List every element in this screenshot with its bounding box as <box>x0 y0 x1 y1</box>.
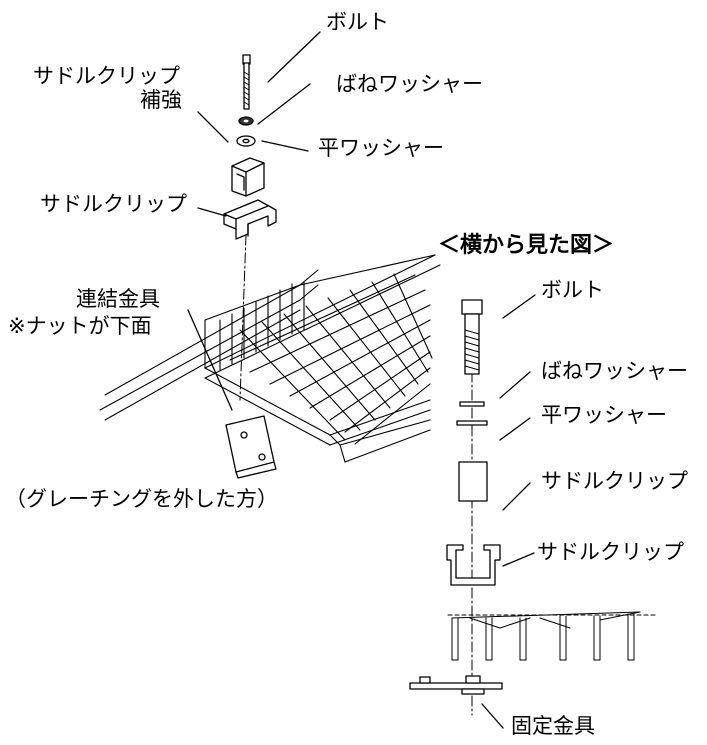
leader-saddle-clip-side <box>502 552 535 567</box>
label-spring-washer-side: ばねワッシャー <box>541 359 688 383</box>
saddle-clip-drawing-side <box>446 544 501 586</box>
label-saddle-reinforce-side: サドルクリップ <box>541 469 688 493</box>
leader-spring-washer-side <box>499 371 531 399</box>
leader-spring-washer-left <box>257 83 311 125</box>
label-saddle-clip: サドルクリップ <box>40 192 187 216</box>
saddle-clip-drawing-left <box>223 199 277 240</box>
saddle-reinforce-drawing-side <box>458 461 488 502</box>
leader-flat-washer-left <box>261 140 309 152</box>
connector-plate-drawing <box>225 415 277 479</box>
leader-saddle-reinforce-left <box>197 111 229 143</box>
label-grating-removed: （グレーチングを外した方） <box>5 487 278 511</box>
flat-washer-drawing-left <box>236 135 256 147</box>
label-bolt: ボルト <box>326 10 389 34</box>
saddle-reinforce-drawing-left <box>231 157 265 197</box>
bolt-drawing-side <box>461 299 483 375</box>
fixing-bracket-drawing-side <box>409 675 503 695</box>
leader-bolt-left <box>267 31 321 83</box>
label-connector-2: ※ナットが下面 <box>8 314 152 338</box>
leader-bolt-side <box>502 294 536 319</box>
label-saddle-reinforce-1: サドルクリップ <box>33 64 180 88</box>
label-flat-washer: 平ワッシャー <box>318 136 444 160</box>
label-flat-washer-side: 平ワッシャー <box>541 403 667 427</box>
label-saddle-reinforce-2: 補強 <box>140 88 182 112</box>
leader-fixing-bracket-side <box>481 703 504 729</box>
label-connector-1: 連結金具 <box>76 287 160 311</box>
label-saddle-clip-side: サドルクリップ <box>537 540 684 564</box>
side-view-title: ＜横から見た図＞ <box>438 233 615 258</box>
bolt-drawing-left <box>242 54 251 110</box>
flat-washer-drawing-side <box>456 420 488 426</box>
grating-drawing <box>99 254 441 463</box>
leader-saddle-reinforce-side <box>502 482 531 511</box>
spring-washer-drawing-side <box>459 401 485 407</box>
leader-saddle-clip-left <box>197 207 227 217</box>
grating-side-drawing <box>447 611 656 661</box>
leader-flat-washer-side <box>499 417 531 441</box>
label-fixing-bracket-side: 固定金具 <box>511 714 595 738</box>
center-axis-left <box>239 234 247 401</box>
leader-connector <box>187 309 233 411</box>
label-bolt-side: ボルト <box>541 278 604 302</box>
label-spring-washer: ばねワッシャー <box>336 72 483 96</box>
